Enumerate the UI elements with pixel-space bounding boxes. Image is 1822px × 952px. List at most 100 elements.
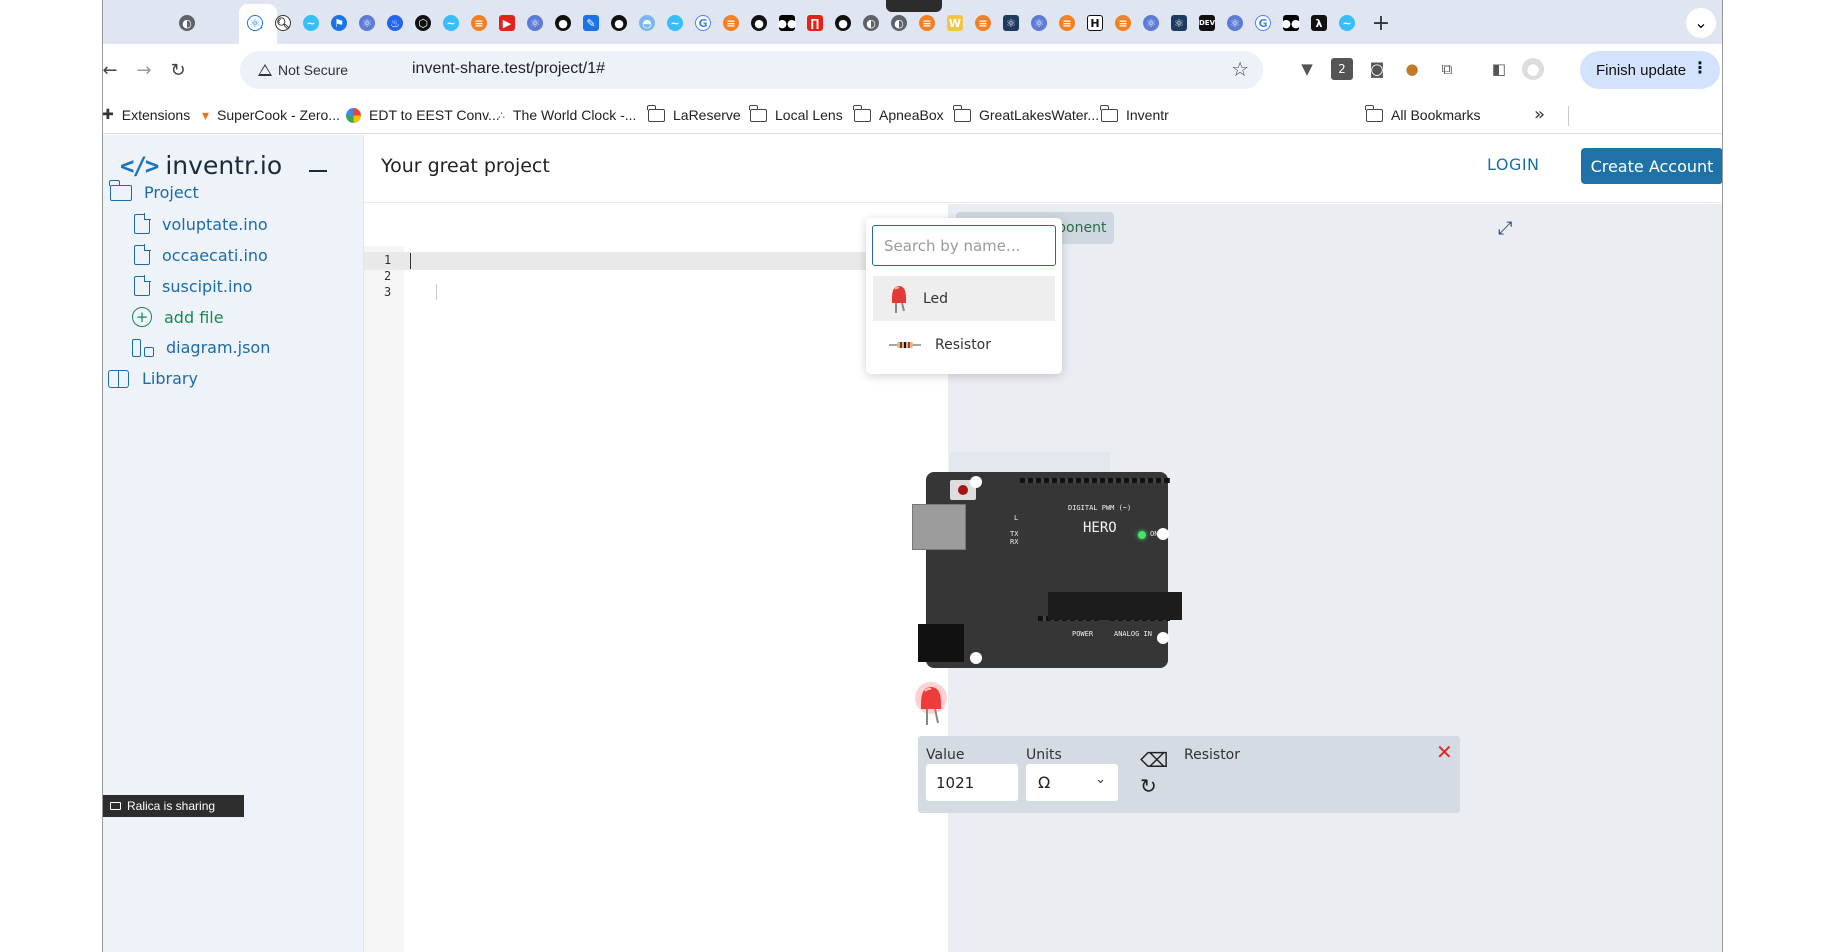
create-account-button[interactable]: Create Account	[1581, 148, 1723, 184]
tab[interactable]: ▶	[492, 8, 522, 38]
tab[interactable]: ≡	[1108, 8, 1138, 38]
all-bookmarks-button[interactable]: All Bookmarks	[1365, 104, 1480, 126]
tab[interactable]: ⚛	[996, 8, 1026, 38]
camera-icon[interactable]: ◙	[1369, 60, 1385, 78]
bookmark-greatlakes[interactable]: GreatLakesWater...	[953, 104, 1099, 126]
units-select[interactable]: Ω ⌄	[1026, 764, 1118, 801]
bookmark-lareserve[interactable]: LaReserve	[647, 104, 741, 126]
tab[interactable]: ≡	[464, 8, 494, 38]
diagram-file-item[interactable]: diagram.json	[132, 338, 270, 357]
bookmark-extensions[interactable]: ✚Extensions	[102, 104, 190, 126]
sidebar-item-project[interactable]: Project	[109, 179, 199, 202]
tab[interactable]: 🔍︎	[268, 8, 298, 38]
file-item[interactable]: voluptate.ino	[134, 213, 268, 234]
react-icon: ⚛	[1143, 15, 1159, 31]
security-chip[interactable]: Not Secure	[250, 58, 356, 82]
usb-port	[912, 504, 966, 550]
tab[interactable]: ●	[548, 8, 578, 38]
tab[interactable]: ⚛	[240, 8, 270, 38]
stackoverflow-icon: ≡	[471, 15, 487, 31]
bookmark-star-icon[interactable]: ☆	[1231, 57, 1249, 81]
analog-label: ANALOG IN	[1114, 630, 1152, 638]
tab[interactable]: ⚛	[352, 8, 382, 38]
new-tab-button[interactable]: +	[1371, 10, 1391, 36]
tab[interactable]: ⚛	[520, 8, 550, 38]
side-panel-icon[interactable]: ◧	[1491, 60, 1507, 78]
bookmark-local-lens[interactable]: Local Lens	[749, 104, 843, 126]
cookie-icon[interactable]: ●	[1405, 60, 1419, 78]
component-item-resistor[interactable]: Resistor	[873, 322, 1055, 367]
bookmark-apneabox[interactable]: ApneaBox	[853, 104, 944, 126]
delete-icon[interactable]: ⌫	[1140, 748, 1169, 772]
tab[interactable]: G	[688, 8, 718, 38]
back-button[interactable]: ←	[102, 59, 118, 81]
tab[interactable]: ≡	[716, 8, 746, 38]
tab[interactable]: ≡	[1052, 8, 1082, 38]
code-editor[interactable]: » 1 2 3	[364, 204, 948, 952]
led-component[interactable]	[914, 681, 948, 727]
tab[interactable]: ♨	[380, 8, 410, 38]
forward-button[interactable]: →	[136, 59, 152, 81]
fullscreen-icon[interactable]: ⤢	[1498, 218, 1513, 239]
tab[interactable]: DEV	[1192, 8, 1222, 38]
component-item-led[interactable]: Led	[873, 276, 1055, 321]
tab[interactable]: ●	[828, 8, 858, 38]
share-edge-left	[102, 0, 103, 952]
collapse-sidebar-button[interactable]	[309, 170, 327, 172]
tab[interactable]: ⬡	[408, 8, 438, 38]
add-file-button[interactable]: + add file	[132, 307, 224, 327]
reset-button[interactable]	[950, 480, 976, 500]
sidebar-item-library[interactable]: Library	[108, 369, 198, 388]
tab[interactable]: ⚛	[1164, 8, 1194, 38]
rotate-icon[interactable]: ↻	[1140, 774, 1157, 798]
bookmark-inventr[interactable]: Inventr	[1100, 104, 1169, 126]
tab[interactable]: ~	[436, 8, 466, 38]
arduino-board[interactable]: DIGITAL PWM (~) L TX RX ON POWER ANALOG …	[912, 472, 1184, 670]
tab[interactable]: ◐	[856, 8, 886, 38]
tab[interactable]: ●	[744, 8, 774, 38]
tab-list-button[interactable]: ⌄	[1686, 8, 1716, 38]
finish-update-button[interactable]: Finish update ⋮	[1580, 51, 1720, 89]
tab[interactable]: G	[1248, 8, 1278, 38]
profile-avatar[interactable]: ●	[1522, 58, 1544, 80]
omnibox[interactable]: Not Secure invent-share.test/project/1# …	[240, 51, 1263, 89]
tab[interactable]: ⚛	[1136, 8, 1166, 38]
value-input[interactable]	[926, 764, 1018, 801]
logo[interactable]: </> inventr.io	[120, 151, 282, 180]
tab[interactable]: ⚛	[1220, 8, 1250, 38]
tab[interactable]: ~	[296, 8, 326, 38]
extension-icon[interactable]: 2	[1331, 58, 1353, 80]
reload-button[interactable]: ↻	[170, 59, 186, 81]
tab[interactable]: W	[940, 8, 970, 38]
tab[interactable]: ◐	[172, 8, 202, 38]
tab[interactable]: ✎	[576, 8, 606, 38]
bookmarks-more-button[interactable]: »	[1534, 104, 1546, 125]
tab[interactable]: ∏	[800, 8, 830, 38]
close-icon[interactable]: ✕	[1436, 740, 1453, 764]
puzzle-icon[interactable]: ⧉	[1441, 60, 1453, 78]
tab[interactable]: ≡	[968, 8, 998, 38]
tab[interactable]: ⚛	[1024, 8, 1054, 38]
tab[interactable]: ~	[1332, 8, 1362, 38]
bookmark-supercook[interactable]: ▾SuperCook - Zero...	[202, 104, 340, 126]
tab[interactable]: λ	[1304, 8, 1334, 38]
monitor-icon	[110, 802, 121, 810]
tab[interactable]: ●	[604, 8, 634, 38]
tab[interactable]: ◐	[884, 8, 914, 38]
url-text[interactable]: invent-share.test/project/1#	[412, 60, 605, 77]
project-title[interactable]: Your great project	[381, 155, 550, 177]
tab[interactable]: ≡	[912, 8, 942, 38]
tab[interactable]: ⚑	[324, 8, 354, 38]
bookmark-edt[interactable]: EDT to EEST Conv...	[346, 104, 500, 126]
tab[interactable]: ◓	[632, 8, 662, 38]
bookmark-world-clock[interactable]: ∴The World Clock -...	[498, 104, 636, 126]
file-item[interactable]: suscipit.ino	[134, 275, 252, 296]
tab[interactable]: ~	[660, 8, 690, 38]
login-button[interactable]: LOGIN	[1487, 155, 1540, 174]
tab[interactable]: H	[1080, 8, 1110, 38]
component-search-input[interactable]	[872, 225, 1056, 266]
tab[interactable]: ●●	[1276, 8, 1306, 38]
tab[interactable]: ●●	[772, 8, 802, 38]
vue-devtools-icon[interactable]: ▼	[1301, 60, 1313, 78]
file-item[interactable]: occaecati.ino	[134, 244, 268, 265]
